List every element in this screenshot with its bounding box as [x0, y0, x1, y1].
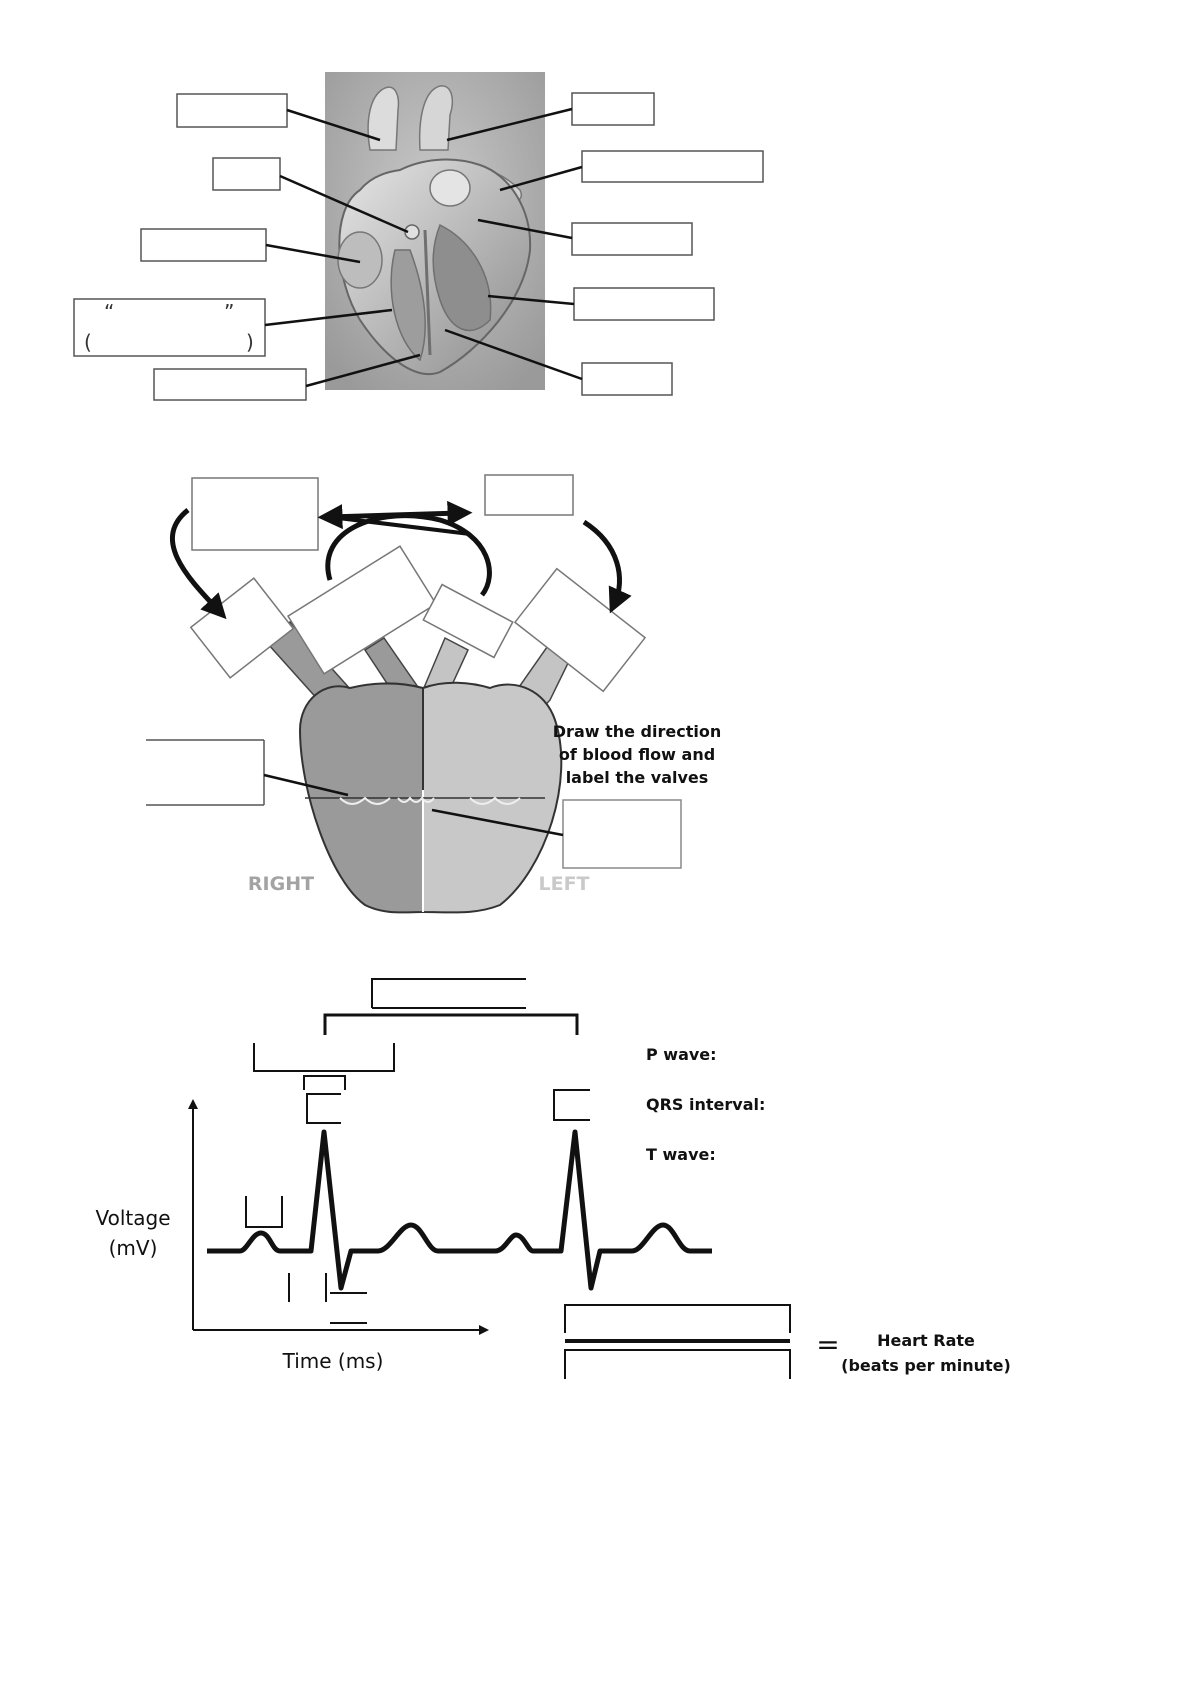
leader-lines	[264, 107, 583, 388]
label-box-7[interactable]	[581, 150, 764, 183]
arch-arrow	[325, 513, 492, 597]
label-box-1[interactable]	[176, 93, 288, 128]
heart-rate-label-2: (beats per minute)	[841, 1356, 1011, 1375]
tilted-label-box[interactable]	[189, 577, 295, 679]
right-ventricle-shape	[390, 249, 426, 362]
small-bracket-3	[553, 1089, 590, 1121]
septum-shape	[423, 229, 432, 356]
paren-close: )	[246, 330, 254, 354]
valve-leader-left	[263, 773, 349, 797]
instruction-line-1: Draw the direction	[553, 722, 721, 741]
left-side-label: LEFT	[538, 873, 589, 895]
leader-line	[286, 108, 381, 142]
numerator-box[interactable]	[564, 1304, 791, 1333]
leader-line	[444, 328, 583, 381]
lungs-box[interactable]	[191, 477, 319, 551]
instruction-line-3: label the valves	[566, 768, 709, 787]
label-box-2[interactable]	[212, 157, 281, 191]
left-atrium-shape	[429, 169, 471, 207]
instruction-line-2: of blood flow and	[559, 745, 715, 764]
tilted-box-3	[422, 583, 514, 659]
small-bracket-2	[306, 1093, 341, 1124]
leader-line	[477, 218, 573, 240]
pr-interval-bracket	[253, 1043, 395, 1072]
denominator-box[interactable]	[564, 1349, 791, 1379]
leader-line	[264, 308, 393, 327]
tilted-box-2	[286, 545, 438, 675]
small-bracket-1	[303, 1075, 346, 1090]
fluid-quote-close: ”	[224, 300, 234, 324]
x-axis-label: Time (ms)	[282, 1349, 384, 1373]
aorta-shape	[418, 85, 453, 151]
tilted-label-box[interactable]	[422, 583, 514, 659]
valve-leader-right	[431, 808, 564, 837]
leader-line	[265, 243, 361, 264]
valve-box-right[interactable]	[562, 799, 682, 869]
arrow-lungs-to-heart	[169, 508, 227, 620]
leader-line	[305, 353, 421, 388]
label-box-8[interactable]	[571, 222, 693, 256]
y-axis-label-line-1: Voltage	[95, 1206, 170, 1230]
label-box-9[interactable]	[573, 287, 715, 321]
label-box-4[interactable]	[73, 298, 266, 357]
label-box-10[interactable]	[581, 362, 673, 396]
left-ventricle-shape	[432, 223, 492, 331]
schematic-heart	[266, 620, 573, 914]
heart-anatomy-figure	[325, 72, 545, 390]
p-wave-bracket	[245, 1196, 283, 1228]
leader-line	[279, 174, 409, 234]
vena-cava-shape	[367, 86, 400, 151]
label-box-6[interactable]	[571, 92, 655, 126]
right-side-label: RIGHT	[248, 873, 314, 895]
leader-line	[499, 165, 583, 192]
p-wave-label: P wave:	[646, 1045, 717, 1064]
qrs-interval-label: QRS interval:	[646, 1095, 765, 1114]
leader-line	[487, 294, 575, 306]
rr-interval-bracket	[323, 1013, 579, 1035]
fluid-quote-open: “	[104, 300, 114, 324]
y-axis-label-line-2: (mV)	[109, 1236, 158, 1260]
semilunar-valve-mark	[397, 796, 435, 803]
flow-arrows	[169, 500, 632, 620]
equals-sign: =	[816, 1328, 839, 1361]
bracket-top-box	[371, 978, 526, 1008]
ecg-brackets	[245, 978, 590, 1324]
tilted-label-box[interactable]	[286, 545, 438, 675]
tricuspid-valve-mark	[339, 796, 391, 805]
t-wave-label: T wave:	[646, 1145, 716, 1164]
leader-line	[446, 107, 573, 142]
cross-line	[329, 515, 471, 536]
right-atrium-shape	[337, 231, 383, 289]
ecg-axes	[188, 1099, 489, 1335]
label-box-3[interactable]	[140, 228, 267, 262]
arrow-body-to-heart	[582, 519, 632, 614]
mitral-valve-mark	[469, 796, 521, 805]
tilted-label-box[interactable]	[513, 567, 647, 693]
heart-rate-label-1: Heart Rate	[877, 1331, 975, 1350]
tilted-box-1	[189, 577, 295, 679]
tilted-box-4	[513, 567, 647, 693]
ecg-trace	[207, 1129, 712, 1291]
body-box[interactable]	[484, 474, 574, 516]
label-box-5[interactable]	[153, 368, 307, 401]
paren-open: (	[84, 330, 92, 354]
